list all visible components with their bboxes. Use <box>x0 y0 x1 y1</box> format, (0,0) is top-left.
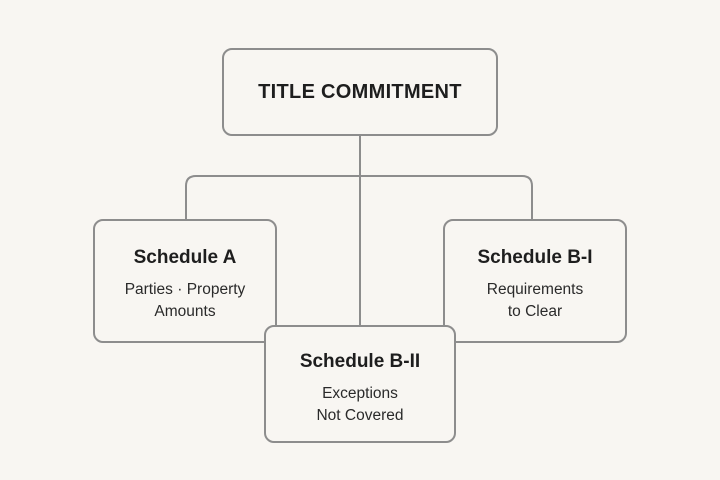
schedule-b2-line-1: Exceptions <box>322 385 398 402</box>
schedule-b2-line-2: Not Covered <box>316 407 404 424</box>
title-commitment-box: TITLE COMMITMENT <box>222 48 498 136</box>
schedule-b2-box: Schedule B-II Exceptions Not Covered <box>264 325 456 443</box>
connector-branch <box>185 175 533 219</box>
schedule-a-line-2: Amounts <box>154 303 216 320</box>
schedule-a-line-1: Parties · Property <box>124 281 246 298</box>
schedule-b2-title: Schedule B-II <box>299 351 421 372</box>
schedule-a-box: Schedule A Parties · Property Amounts <box>93 219 277 343</box>
schedule-b1-title: Schedule B-I <box>477 247 593 268</box>
schedule-b1-box: Schedule B-I Requirements to Clear <box>443 219 627 343</box>
schedule-b1-line-2: to Clear <box>507 303 563 320</box>
title-commitment-label: TITLE COMMITMENT <box>258 81 462 103</box>
schedule-b1-line-1: Requirements <box>486 281 584 298</box>
schedule-a-title: Schedule A <box>133 247 237 268</box>
